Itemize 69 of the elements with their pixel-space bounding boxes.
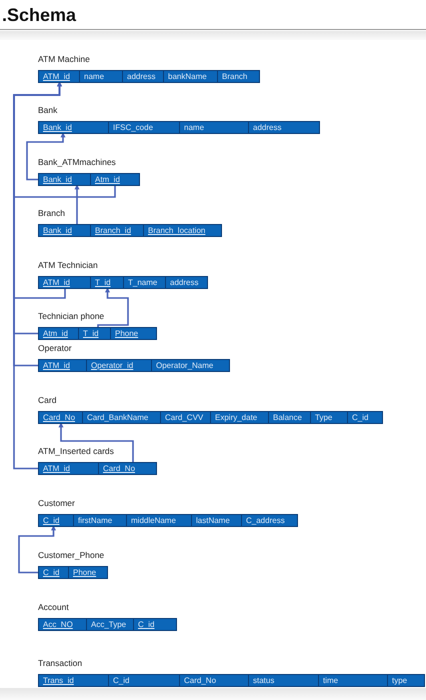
column-cell: middleName [127, 515, 192, 526]
column-cell: Atm_id [91, 174, 139, 185]
column-cell: Bank_id [39, 122, 109, 133]
table-name: Bank_ATMmachines [38, 157, 116, 168]
column-cell: type [388, 675, 424, 686]
foreign-key-arrow [18, 525, 56, 574]
column-cell: T_id [91, 277, 124, 288]
column-cell: address [123, 71, 164, 82]
column-cell: address [249, 122, 319, 133]
column-cell: C_id [134, 619, 176, 630]
column-cell: Expiry_date [211, 412, 269, 423]
column-cell: time [319, 675, 388, 686]
table-name: ATM_Inserted cards [38, 446, 114, 457]
table-name: Account [38, 602, 69, 613]
column-cell: Phone [111, 328, 156, 339]
column-cell: bankName [164, 71, 218, 82]
column-cell: firstName [74, 515, 127, 526]
column-cell: Card_BankName [83, 412, 161, 423]
column-cell: ATM_id [39, 277, 91, 288]
foreign-key-arrow [97, 287, 129, 328]
column-cell: Card_No [99, 463, 156, 474]
table-name: Customer [38, 498, 75, 509]
column-cell: C_id [39, 515, 74, 526]
column-cell: Trans_id [39, 675, 109, 686]
column-cell: Atm_id [39, 328, 79, 339]
column-cell: Bank_id [39, 174, 91, 185]
column-cell: Acc_NO [39, 619, 87, 630]
column-cell: Bank_id [39, 225, 91, 236]
table-name: Customer_Phone [38, 550, 104, 561]
column-cell: C_id [39, 567, 69, 578]
foreign-key-arrow [26, 132, 66, 180]
foreign-key-arrow [13, 81, 62, 470]
column-cell: Phone [69, 567, 107, 578]
column-cell: ATM_id [39, 71, 80, 82]
column-cell: IFSC_code [109, 122, 180, 133]
table-name: Technician phone [38, 311, 104, 322]
column-cell: C_id [109, 675, 180, 686]
column-cell: address [166, 277, 207, 288]
table-name: ATM Technician [38, 260, 98, 271]
column-cell: T_id [79, 328, 111, 339]
column-cell: Branch_id [91, 225, 144, 236]
table-name: Card [38, 395, 56, 406]
column-cell: name [80, 71, 123, 82]
column-cell: Type [311, 412, 348, 423]
table-name: Bank [38, 105, 58, 116]
table-name: ATM Machine [38, 54, 90, 65]
page-title: .Schema [2, 4, 76, 26]
column-cell: ATM_id [39, 463, 99, 474]
column-cell: ATM_id [39, 360, 87, 371]
column-cell: Operator_Name [152, 360, 229, 371]
column-cell: T_name [124, 277, 166, 288]
column-cell: C_id [348, 412, 382, 423]
table-name: Transaction [38, 658, 82, 669]
column-cell: Card_No [180, 675, 249, 686]
column-cell: Balance [269, 412, 311, 423]
table-name: Operator [38, 343, 72, 354]
column-cell: name [180, 122, 249, 133]
column-cell: Operator_id [87, 360, 152, 371]
column-cell: Acc_Type [87, 619, 134, 630]
foreign-key-arrow [74, 184, 80, 225]
column-cell: Card_No [39, 412, 83, 423]
column-cell: Branch_location [144, 225, 221, 236]
column-cell: status [249, 675, 319, 686]
column-cell: C_address [242, 515, 297, 526]
table-name: Branch [38, 208, 65, 219]
column-cell: lastName [192, 515, 242, 526]
foreign-key-arrow [58, 422, 134, 463]
column-cell: Card_CVV [161, 412, 211, 423]
column-cell: Branch [218, 71, 259, 82]
